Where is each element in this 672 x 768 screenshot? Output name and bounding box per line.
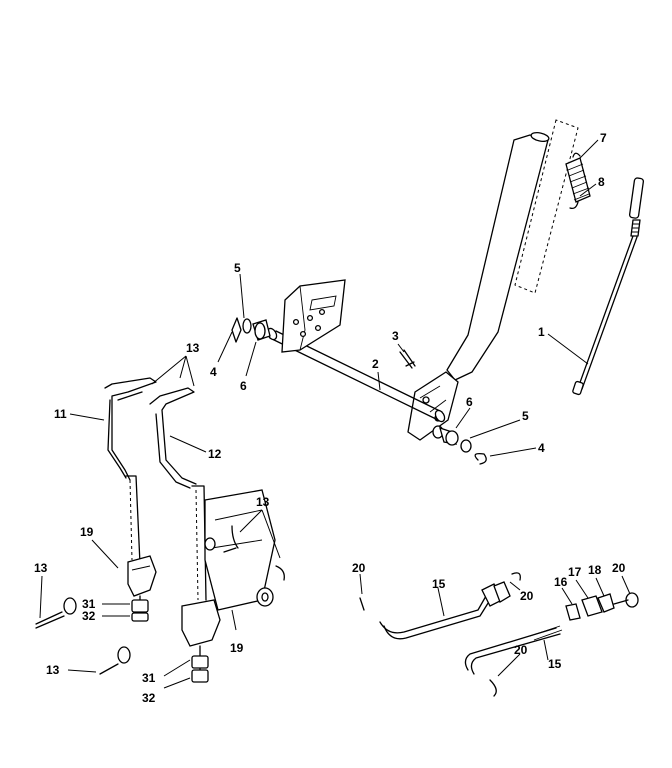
label-31-upper: 31 (82, 597, 96, 611)
label-18: 18 (588, 563, 602, 577)
label-13-bottom: 13 (46, 663, 60, 677)
cotter-pin (399, 349, 416, 369)
right-lower-bracket (181, 489, 276, 683)
label-6-left: 6 (240, 379, 247, 393)
label-32-upper: 32 (82, 609, 96, 623)
label-32-lower: 32 (142, 691, 156, 705)
label-4-right: 4 (538, 441, 545, 455)
label-16: 16 (554, 575, 568, 589)
label-20-right: 20 (612, 561, 626, 575)
label-19-left: 19 (80, 525, 94, 539)
left-lift-link (104, 377, 157, 565)
nut-hardware (359, 592, 639, 621)
label-5-top: 5 (234, 261, 241, 275)
label-6-right: 6 (466, 395, 473, 409)
label-7: 7 (600, 131, 607, 145)
label-31-lower: 31 (142, 671, 156, 685)
leader-lines (39, 139, 631, 689)
label-5-right: 5 (522, 409, 529, 423)
left-bushing-group (231, 317, 271, 343)
left-lower-bracket (127, 555, 157, 622)
lower-adjust-rod (464, 625, 563, 697)
label-15-lower: 15 (548, 657, 562, 671)
label-20-bottom: 20 (514, 643, 528, 657)
label-13-left: 13 (34, 561, 48, 575)
label-20-mid: 20 (520, 589, 534, 603)
label-3: 3 (392, 329, 399, 343)
label-1: 1 (538, 325, 545, 339)
label-20-left: 20 (352, 561, 366, 575)
clip-parts (35, 525, 285, 675)
label-4-left: 4 (210, 365, 217, 379)
part-number-labels: 7 8 1 5 4 6 3 2 13 11 12 6 5 4 13 19 13 … (34, 131, 626, 705)
upper-adjust-rod (379, 572, 521, 640)
right-bushing-group (432, 425, 487, 465)
label-17: 17 (568, 565, 582, 579)
right-lift-link (149, 387, 207, 601)
label-12: 12 (208, 447, 222, 461)
label-2: 2 (372, 357, 379, 371)
spring-assembly (514, 119, 591, 294)
lift-lever (407, 132, 550, 441)
label-11: 11 (54, 407, 67, 421)
cable-rod (572, 177, 644, 396)
mounting-plate (281, 279, 346, 353)
label-8: 8 (598, 175, 605, 189)
label-13-top: 13 (186, 341, 200, 355)
label-19-right: 19 (230, 641, 244, 655)
label-15-upper: 15 (432, 577, 446, 591)
label-13-mid: 13 (256, 495, 270, 509)
